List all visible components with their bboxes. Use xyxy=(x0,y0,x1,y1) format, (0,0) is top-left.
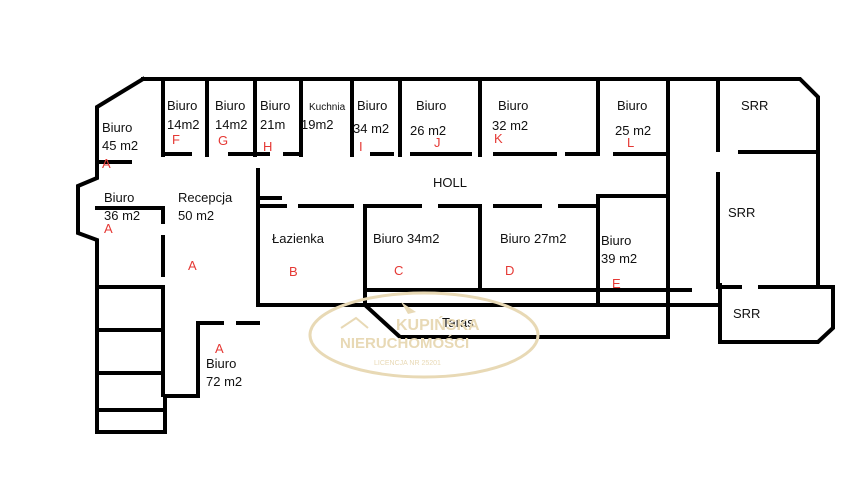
room-biuro-a3-code: A xyxy=(215,341,224,356)
svg-text:LICENCJA NR 25201: LICENCJA NR 25201 xyxy=(374,360,441,367)
room-recepcja-area: 50 m2 xyxy=(178,208,215,223)
room-biuro-j-name: Biuro xyxy=(416,98,447,113)
room-biuro-a1-area: 45 m2 xyxy=(102,138,139,153)
room-lazienka-name: Łazienka xyxy=(272,231,325,246)
room-biuro-i-name: Biuro xyxy=(357,98,388,113)
room-biuro-l-name: Biuro xyxy=(617,98,648,113)
holl-label: HOLL xyxy=(433,175,467,190)
room-biuro-c-code: C xyxy=(394,263,404,278)
room-biuro-a2-code: A xyxy=(104,221,113,236)
room-biuro-a1-name: Biuro xyxy=(102,120,133,135)
outer-wall-left xyxy=(76,76,200,434)
room-biuro-c-name: Biuro 34m2 xyxy=(373,231,440,246)
room-biuro-f-code: F xyxy=(172,132,180,147)
svg-text:NIERUCHOMOŚCI: NIERUCHOMOŚCI xyxy=(340,334,469,352)
taras-label: Taras xyxy=(442,315,474,330)
room-biuro-e-name: Biuro xyxy=(601,233,632,248)
room-biuro-d-name: Biuro 27m2 xyxy=(500,231,567,246)
room-kuchnia-name: Kuchnia xyxy=(309,102,346,113)
room-biuro-j-area: 26 m2 xyxy=(410,123,447,138)
room-lazienka-code: B xyxy=(289,264,298,279)
room-biuro-g-name: Biuro xyxy=(215,98,246,113)
room-biuro-l-code: L xyxy=(627,135,635,150)
room-biuro-a2-area: 36 m2 xyxy=(104,208,141,223)
room-biuro-k-name: Biuro xyxy=(498,98,529,113)
room-biuro-f-name: Biuro xyxy=(167,98,198,113)
room-biuro-h-name: Biuro xyxy=(260,98,291,113)
agency-logo-watermark: KUPIŃSKA NIERUCHOMOŚCI LICENCJA NR 25201 xyxy=(308,291,540,379)
room-kuchnia-area: 19m2 xyxy=(301,117,334,132)
room-biuro-a3-name: Biuro xyxy=(206,356,237,371)
room-biuro-e-code: E xyxy=(612,276,621,291)
svg-text:KUPIŃSKA: KUPIŃSKA xyxy=(396,315,480,334)
room-biuro-j-code: J xyxy=(434,135,441,150)
outer-wall xyxy=(141,77,820,287)
room-biuro-a1-code: A xyxy=(102,156,111,171)
room-biuro-a3-area: 72 m2 xyxy=(206,374,243,389)
room-biuro-i-code: I xyxy=(359,139,363,154)
srr-label-1: SRR xyxy=(741,98,769,113)
room-recepcja-name: Recepcja xyxy=(178,190,233,205)
room-biuro-f-area: 14m2 xyxy=(167,117,200,132)
room-biuro-a2-name: Biuro xyxy=(104,190,135,205)
room-biuro-e-area: 39 m2 xyxy=(601,251,638,266)
room-biuro-h-code: H xyxy=(263,139,273,154)
room-biuro-g-code: G xyxy=(218,133,229,148)
room-recepcja-code: A xyxy=(188,258,197,273)
room-biuro-h-area: 21m xyxy=(260,117,286,132)
room-biuro-l-area: 25 m2 xyxy=(615,123,652,138)
srr-label-2: SRR xyxy=(728,205,756,220)
srr-label-3: SRR xyxy=(733,306,761,321)
room-biuro-k-area: 32 m2 xyxy=(492,118,529,133)
room-biuro-d-code: D xyxy=(505,263,515,278)
room-biuro-k-code: K xyxy=(494,131,503,146)
room-biuro-g-area: 14m2 xyxy=(215,117,248,132)
room-biuro-i-area: 34 m2 xyxy=(353,121,390,136)
